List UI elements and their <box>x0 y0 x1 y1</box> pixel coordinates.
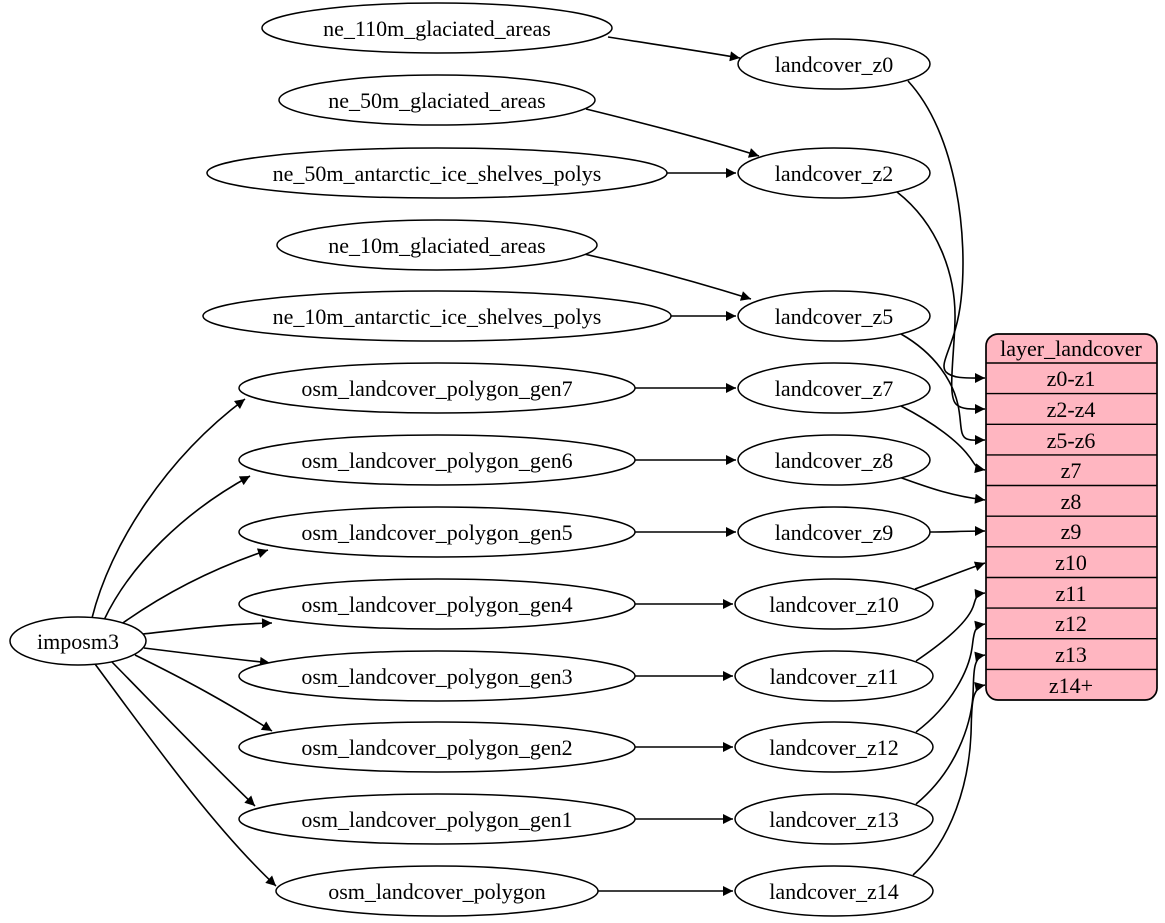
node-label: osm_landcover_polygon_gen4 <box>301 592 572 617</box>
node-label: osm_landcover_polygon_gen6 <box>301 448 572 473</box>
edge-imposm3-to-gen7 <box>91 398 246 619</box>
edge-z10-to-row-z10 <box>914 561 986 590</box>
edge-z11-to-row-z11 <box>915 589 986 662</box>
edge-z7-to-row-z7 <box>900 405 986 474</box>
edge-imposm3-to-gen1 <box>111 661 256 807</box>
table-row-label: z9 <box>1061 519 1082 544</box>
table-row-separators <box>986 362 1157 671</box>
table-row-label: z11 <box>1056 581 1087 606</box>
node-label: osm_landcover_polygon_gen1 <box>301 807 572 832</box>
node-label: landcover_z12 <box>769 735 899 760</box>
node-label: osm_landcover_polygon_gen5 <box>301 520 572 545</box>
edges-stages-to-table <box>896 80 986 876</box>
node-osm-landcover-polygon-gen2: osm_landcover_polygon_gen2 <box>238 721 636 773</box>
edge-z5-to-row-z5-z6 <box>900 333 986 446</box>
table-row-label: z2-z4 <box>1047 397 1096 422</box>
table-row-label: z7 <box>1061 458 1082 483</box>
node-osm-landcover-polygon-gen4: osm_landcover_polygon_gen4 <box>238 578 636 630</box>
node-landcover-z12: landcover_z12 <box>734 721 934 773</box>
edge-z9-to-row-z9 <box>929 526 986 537</box>
edge-z0-to-row-z0-z1 <box>907 80 986 384</box>
node-landcover-z5: landcover_z5 <box>737 290 931 342</box>
node-ne-50m-glaciated-areas: ne_50m_glaciated_areas <box>278 74 596 126</box>
edge-imposm3-to-gen3 <box>143 647 271 667</box>
node-osm-landcover-polygon-gen1: osm_landcover_polygon_gen1 <box>238 793 636 845</box>
node-ne-10m-glaciated-areas: ne_10m_glaciated_areas <box>276 219 598 271</box>
node-ne-110m-glaciated-areas: ne_110m_glaciated_areas <box>261 2 613 54</box>
node-label: ne_110m_glaciated_areas <box>323 16 551 41</box>
table-title: layer_landcover <box>1000 336 1142 361</box>
node-label: landcover_z14 <box>769 879 899 904</box>
node-label: osm_landcover_polygon_gen7 <box>301 376 572 401</box>
node-label: ne_50m_glaciated_areas <box>328 88 545 113</box>
node-osm-landcover-polygon-gen7: osm_landcover_polygon_gen7 <box>238 362 636 414</box>
node-label: osm_landcover_polygon_gen2 <box>301 735 572 760</box>
node-label: landcover_z11 <box>770 664 899 689</box>
node-osm-landcover-polygon: osm_landcover_polygon <box>275 865 599 917</box>
node-label: ne_50m_antarctic_ice_shelves_polys <box>273 161 602 186</box>
edge-imposm3-to-gen5 <box>119 548 269 626</box>
node-osm-landcover-polygon-gen6: osm_landcover_polygon_gen6 <box>238 434 636 486</box>
node-landcover-z7: landcover_z7 <box>737 362 931 414</box>
edges-sources-to-stages <box>583 36 760 896</box>
table-row-label: z5-z6 <box>1047 428 1096 453</box>
node-landcover-z8: landcover_z8 <box>737 434 931 486</box>
node-label: ne_10m_glaciated_areas <box>328 233 545 258</box>
node-label: osm_landcover_polygon_gen3 <box>301 664 572 689</box>
node-landcover-z14: landcover_z14 <box>734 865 934 917</box>
node-label: landcover_z2 <box>775 161 894 186</box>
node-landcover-z13: landcover_z13 <box>734 793 934 845</box>
node-label: landcover_z7 <box>775 376 894 401</box>
edge-z12-to-row-z12 <box>915 620 986 733</box>
edge-ne110m-to-z0 <box>607 36 741 62</box>
edge-ne50m-glaciated-to-z2 <box>585 108 760 158</box>
edge-imposm3-to-polygon <box>94 663 277 887</box>
table-row-label: z13 <box>1055 642 1087 667</box>
node-label: landcover_z13 <box>769 807 899 832</box>
table-row-label: z14+ <box>1049 673 1093 698</box>
node-landcover-z11: landcover_z11 <box>734 650 934 702</box>
node-ne-50m-antarctic-ice-shelves-polys: ne_50m_antarctic_ice_shelves_polys <box>206 147 668 199</box>
table-layer-landcover: layer_landcover z0-z1 z2-z4 z5-z6 z7 z8 … <box>985 333 1158 701</box>
node-landcover-z2: landcover_z2 <box>737 147 931 199</box>
edge-ne10m-glaciated-to-z5 <box>583 253 752 301</box>
node-osm-landcover-polygon-gen3: osm_landcover_polygon_gen3 <box>238 650 636 702</box>
node-label: landcover_z5 <box>775 304 894 329</box>
edge-imposm3-to-gen2 <box>134 654 273 732</box>
node-label: landcover_z0 <box>775 52 894 77</box>
node-label: osm_landcover_polygon <box>328 879 546 904</box>
node-landcover-z9: landcover_z9 <box>737 506 931 558</box>
node-label: landcover_z9 <box>775 520 894 545</box>
table-row-label: z0-z1 <box>1047 366 1096 391</box>
node-label: imposm3 <box>37 629 119 654</box>
node-landcover-z0: landcover_z0 <box>737 38 931 90</box>
node-imposm3: imposm3 <box>9 616 147 666</box>
node-label: ne_10m_antarctic_ice_shelves_polys <box>273 304 602 329</box>
edge-z2-to-row-z2-z4 <box>896 191 986 415</box>
table-row-label: z10 <box>1055 550 1087 575</box>
edge-imposm3-to-gen6 <box>103 475 251 621</box>
table-row-label: z12 <box>1055 611 1087 636</box>
edge-z14-to-row-z14plus <box>912 682 986 876</box>
node-label: landcover_z10 <box>769 592 899 617</box>
node-ne-10m-antarctic-ice-shelves-polys: ne_10m_antarctic_ice_shelves_polys <box>202 290 672 342</box>
node-osm-landcover-polygon-gen5: osm_landcover_polygon_gen5 <box>238 506 636 558</box>
node-label: landcover_z8 <box>775 448 894 473</box>
edges-imposm3-fan <box>91 398 277 887</box>
table-row-label: z8 <box>1061 489 1082 514</box>
node-landcover-z10: landcover_z10 <box>734 578 934 630</box>
edge-imposm3-to-gen4 <box>142 618 273 635</box>
edge-z8-to-row-z8 <box>898 476 986 504</box>
